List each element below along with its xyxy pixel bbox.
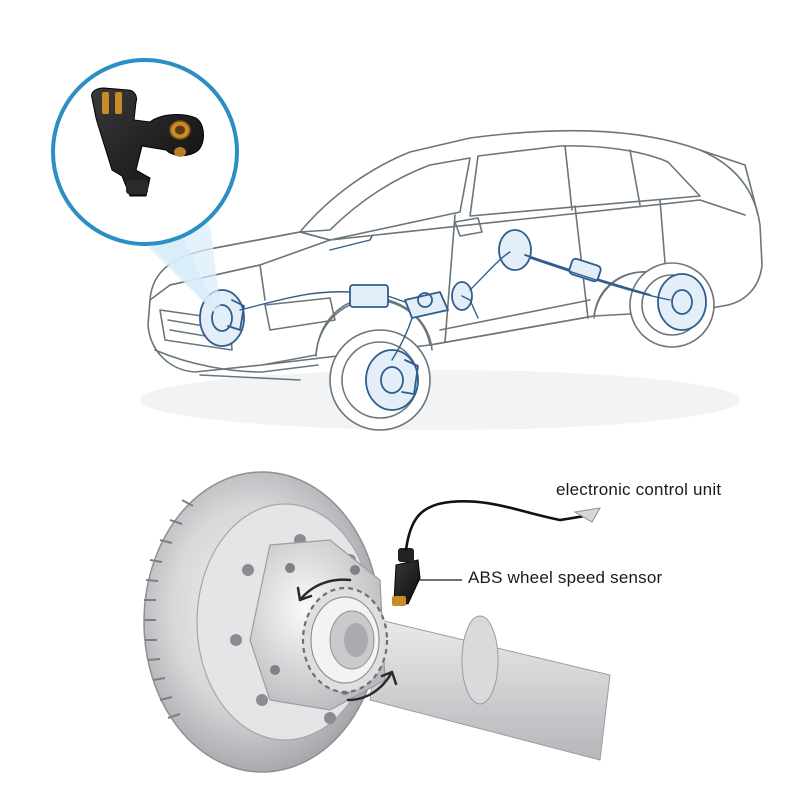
ecu-label: electronic control unit (556, 480, 722, 499)
wheel-hub-illustration (143, 471, 611, 773)
abs-sensor-label: ABS wheel speed sensor (468, 568, 663, 587)
abs-sensor-closeup-icon (91, 87, 204, 197)
sensor-callout (51, 58, 239, 320)
sensor-cable (404, 500, 587, 552)
disc-vents (144, 499, 194, 719)
tone-ring (301, 586, 389, 694)
rotation-arrow-icon (296, 578, 398, 702)
brake-system (199, 229, 707, 411)
abs-wheel-speed-sensor (392, 548, 421, 606)
